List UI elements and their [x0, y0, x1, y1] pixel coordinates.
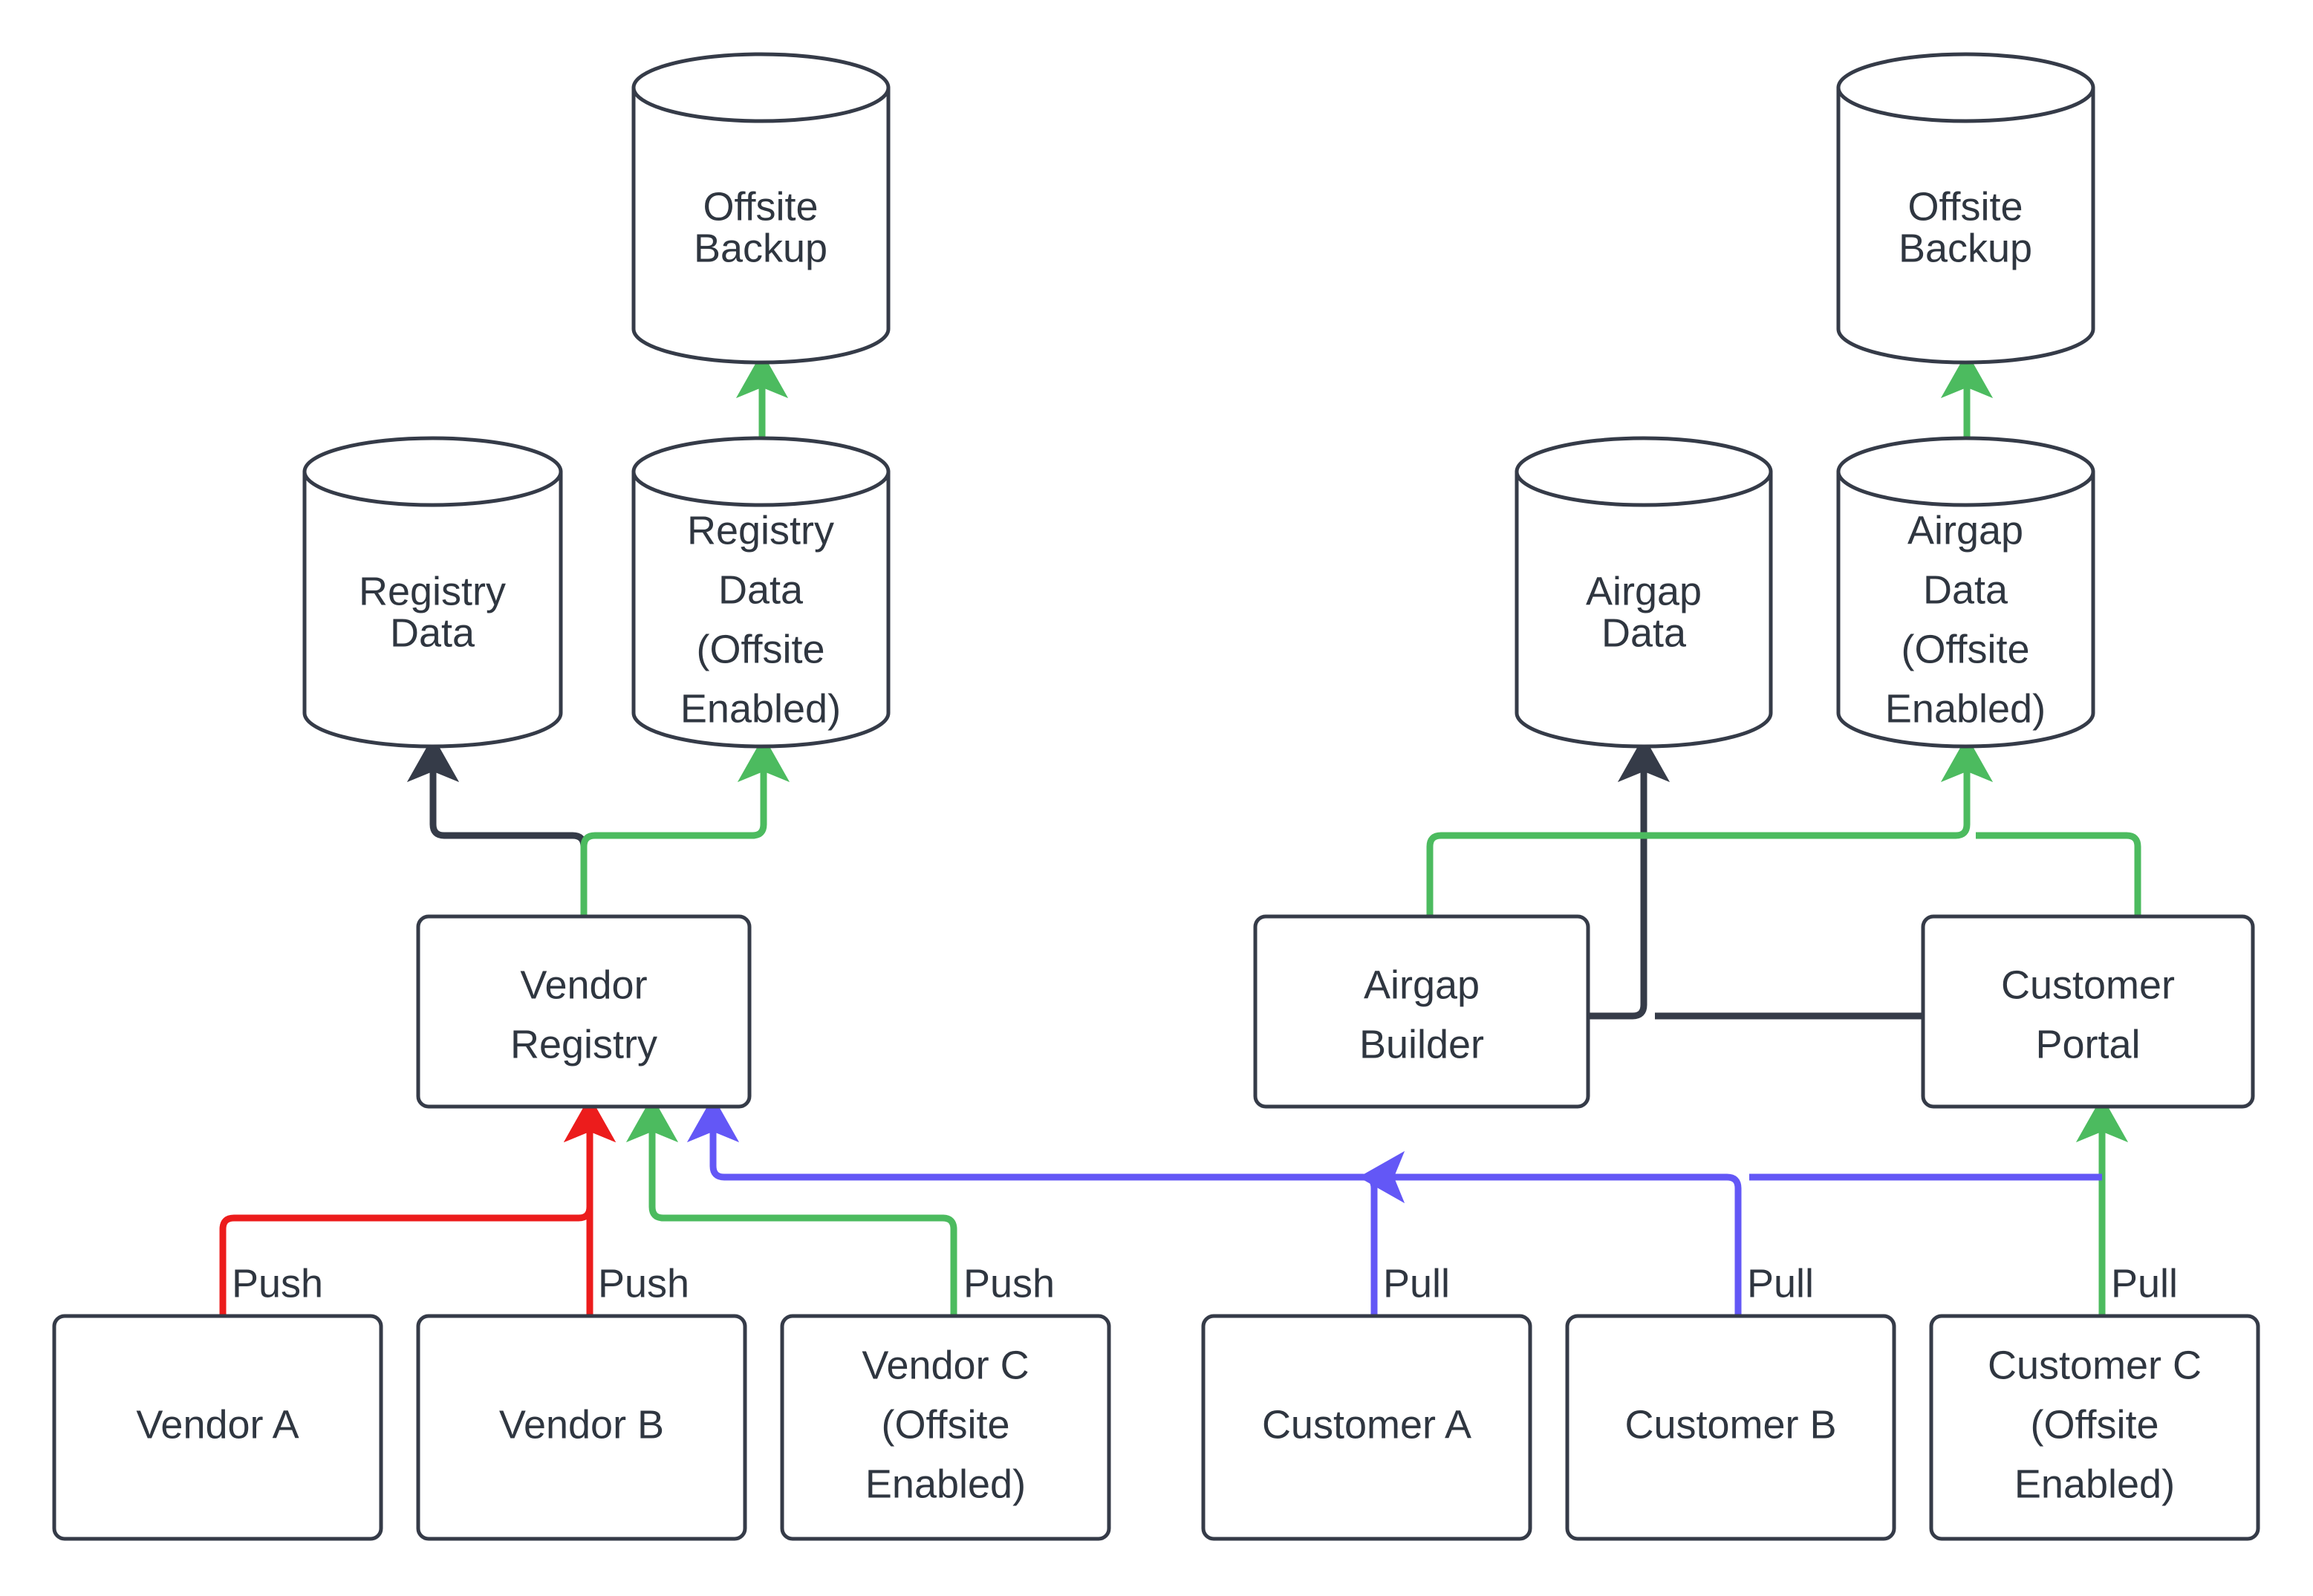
- node-label: Vendor B: [499, 1402, 664, 1447]
- node-vendor-c-offsite-enabled[interactable]: Vendor C (Offsite Enabled): [780, 1314, 1111, 1541]
- node-label: Data: [1923, 567, 2008, 612]
- node-airgap-builder[interactable]: Airgap Builder: [1253, 914, 1590, 1109]
- edge-layer: [219, 352, 2141, 1316]
- node-label: Offsite: [703, 184, 818, 229]
- edge-label-push-vendor-c: Push: [963, 1261, 1055, 1306]
- node-label: Customer: [2001, 963, 2175, 1007]
- node-label: Customer C: [1988, 1343, 2202, 1387]
- edge-label-pull-customer-c: Pull: [2111, 1261, 2178, 1306]
- edge-airgap-builder-to-airgap-data-offsite: [1426, 736, 1994, 916]
- edge-airgap-builder-to-airgap-data: [1588, 736, 1670, 1020]
- node-offsite-backup-left[interactable]: Offsite Backup: [631, 52, 891, 365]
- node-label: Data: [718, 567, 804, 612]
- node-label: Registry: [359, 569, 506, 613]
- node-airgap-data[interactable]: Airgap Data: [1515, 436, 1773, 749]
- edge-customer-b-to-customer-portal: [1359, 1150, 1742, 1316]
- node-customer-portal[interactable]: Customer Portal: [1921, 914, 2255, 1109]
- node-label: Enabled): [2014, 1462, 2175, 1506]
- node-label: (Offsite: [2030, 1402, 2159, 1447]
- node-customer-c-offsite-enabled[interactable]: Customer C (Offsite Enabled): [1929, 1314, 2260, 1541]
- node-label: Customer A: [1262, 1402, 1471, 1447]
- node-vendor-registry[interactable]: Vendor Registry: [416, 914, 752, 1109]
- node-registry-data-offsite-enabled[interactable]: Registry Data (Offsite Enabled): [631, 436, 891, 749]
- node-vendor-a[interactable]: Vendor A: [52, 1314, 383, 1541]
- node-offsite-backup-right[interactable]: Offsite Backup: [1836, 52, 2095, 365]
- node-label: Backup: [1899, 226, 2032, 270]
- node-label: (Offsite: [881, 1402, 1009, 1447]
- node-customer-b[interactable]: Customer B: [1565, 1314, 1896, 1541]
- node-label: Builder: [1359, 1022, 1484, 1066]
- node-registry-data[interactable]: Registry Data: [302, 436, 563, 749]
- edge-vendor-registry-to-registry-data: [406, 736, 588, 916]
- edge-label-push-vendor-a: Push: [232, 1261, 323, 1306]
- node-label: Portal: [2035, 1022, 2140, 1066]
- edge-vendor-c-to-vendor-registry: [625, 1096, 957, 1316]
- node-label: Airgap: [1364, 963, 1480, 1007]
- edge-label-layer: Push Push Push Pull Pull Pull: [232, 1261, 2178, 1306]
- node-label: Vendor C: [862, 1343, 1029, 1387]
- node-label: Vendor A: [136, 1402, 299, 1447]
- node-label: Backup: [694, 226, 827, 270]
- node-label: (Offsite: [696, 627, 824, 671]
- node-label: Customer B: [1624, 1402, 1836, 1447]
- node-label: Registry: [687, 508, 834, 553]
- node-label: Enabled): [1885, 686, 2046, 731]
- edge-label-pull-customer-b: Pull: [1747, 1261, 1814, 1306]
- node-label: Data: [1601, 610, 1687, 655]
- node-label: Airgap: [1907, 508, 2023, 553]
- node-vendor-b[interactable]: Vendor B: [416, 1314, 747, 1541]
- edge-label-pull-customer-a: Pull: [1383, 1261, 1450, 1306]
- node-label: Vendor: [520, 963, 647, 1007]
- edge-label-push-vendor-b: Push: [598, 1261, 689, 1306]
- node-label: Offsite: [1907, 184, 2023, 229]
- node-label: (Offsite: [1901, 627, 2029, 671]
- edge-customer-portal-to-airgap-data-offsite: [1976, 832, 2141, 916]
- node-label: Airgap: [1586, 569, 1702, 613]
- node-label: Enabled): [865, 1462, 1026, 1506]
- node-label: Enabled): [680, 686, 841, 731]
- node-airgap-data-offsite-enabled[interactable]: Airgap Data (Offsite Enabled): [1836, 436, 2095, 749]
- node-label: Registry: [510, 1022, 657, 1066]
- node-customer-a[interactable]: Customer A: [1201, 1314, 1532, 1541]
- edge-vendor-registry-to-registry-data-offsite: [580, 736, 790, 916]
- node-label: Data: [390, 610, 475, 655]
